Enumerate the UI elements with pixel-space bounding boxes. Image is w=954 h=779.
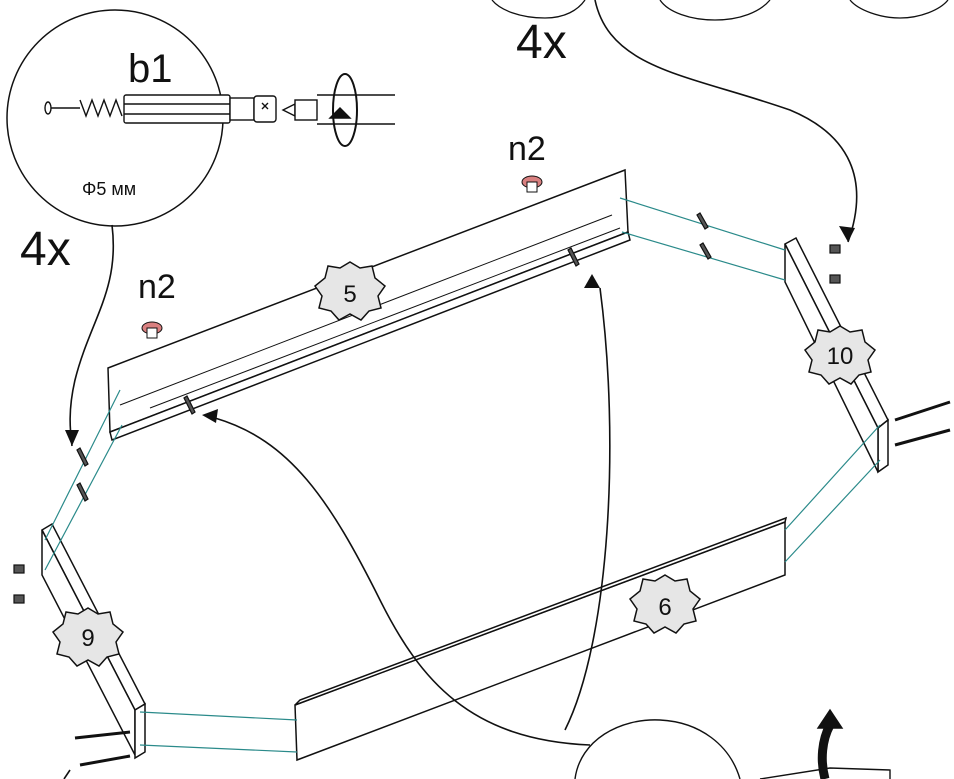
diameter-label: Φ5 мм [82,179,136,199]
b1-part-code: b1 [128,47,173,91]
part-number-6: 6 [658,594,671,621]
part-badge-10: 10 [803,325,877,385]
quantity-label-left: 4x [20,223,71,276]
part-number-9: 9 [81,625,94,652]
leveling-foot-icon [141,175,543,339]
connector-lines [44,197,881,753]
top-detail-circles [491,0,949,21]
cam-dowel-icons [13,212,841,604]
panel-6 [294,516,788,762]
hardware-label-left: n2 [138,268,176,306]
part-number-5: 5 [343,281,356,308]
arrowheads [65,226,855,446]
guide-arrows [63,0,858,779]
bottom-detail-circle [574,708,891,779]
hardware-label-right: n2 [508,130,546,168]
part-badge-5: 5 [313,261,387,321]
part-badge-6: 6 [628,574,702,634]
quantity-label-top: 4x [516,16,567,69]
part-badge-9: 9 [51,607,125,667]
long-bolt-icons [74,400,951,767]
b1-detail-callout: b1 Φ5 мм [6,9,395,227]
part-number-10: 10 [827,343,854,370]
b1-dowel-icon [44,94,277,124]
screwdriver-icon [281,73,395,147]
